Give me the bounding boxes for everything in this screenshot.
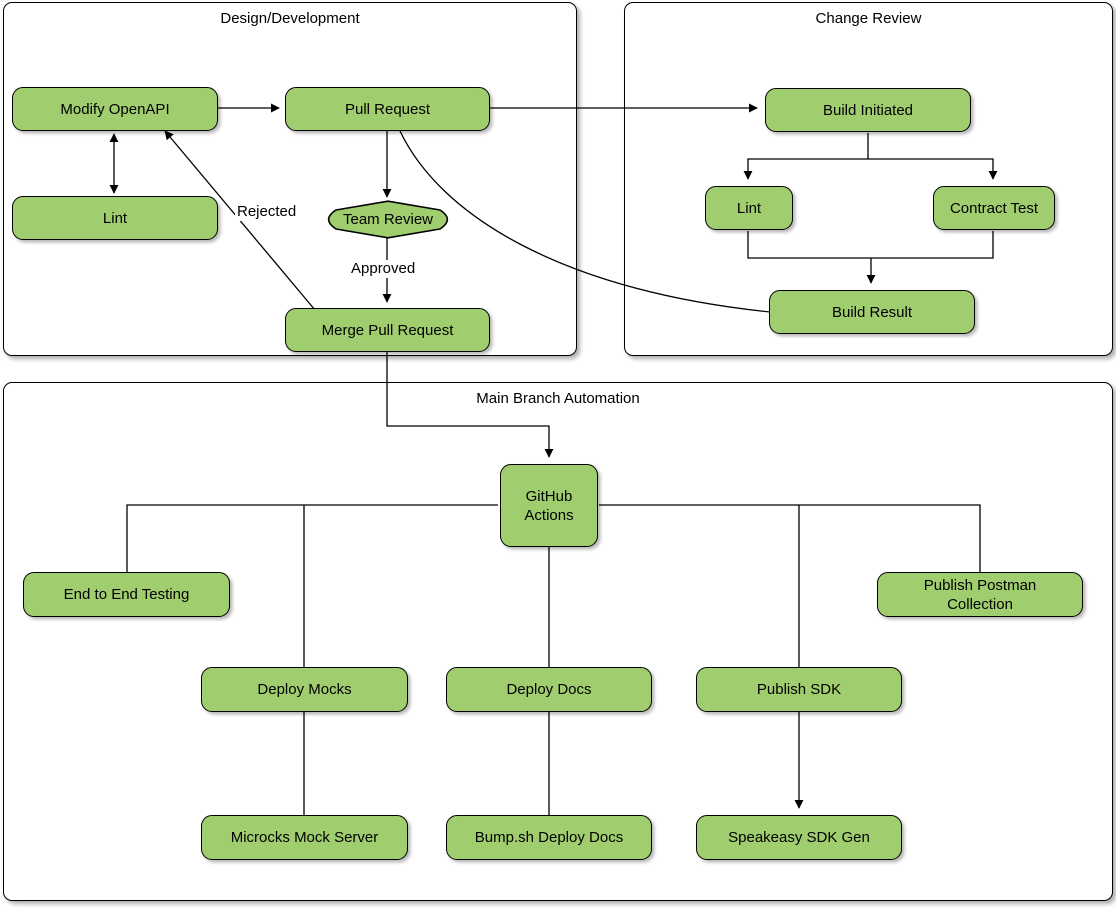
node-microcks-mock-server[interactable]: Microcks Mock Server <box>201 815 408 860</box>
node-deploy-mocks[interactable]: Deploy Mocks <box>201 667 408 712</box>
edge-label-rejected: Rejected <box>235 203 299 221</box>
node-label-speakeasy-sdk-gen: Speakeasy SDK Gen <box>728 829 870 846</box>
node-label-github-actions: GitHub Actions <box>524 487 574 524</box>
node-label-contract-test: Contract Test <box>949 199 1039 217</box>
team-review-rhombus-icon <box>327 200 449 239</box>
node-pull-request[interactable]: Pull Request <box>285 87 490 131</box>
node-publish-postman-collection[interactable]: Publish Postman Collection <box>877 572 1083 617</box>
node-lint-review[interactable]: Lint <box>705 186 793 230</box>
node-label-build-result: Build Result <box>831 303 913 321</box>
node-label-modify-openapi: Modify OpenAPI <box>60 100 170 118</box>
node-merge-pull-request[interactable]: Merge Pull Request <box>285 308 490 352</box>
node-deploy-docs[interactable]: Deploy Docs <box>446 667 652 712</box>
node-label-publish-postman-collection: Publish Postman Collection <box>923 576 1037 613</box>
node-speakeasy-sdk-gen[interactable]: Speakeasy SDK Gen <box>696 815 902 860</box>
node-label-bumpsh-deploy-docs: Bump.sh Deploy Docs <box>474 829 624 846</box>
node-build-initiated[interactable]: Build Initiated <box>765 88 971 132</box>
node-bumpsh-deploy-docs[interactable]: Bump.sh Deploy Docs <box>446 815 652 860</box>
node-team-review[interactable]: Team Review <box>320 200 456 239</box>
node-label-end-to-end-testing: End to End Testing <box>63 586 190 603</box>
node-modify-openapi[interactable]: Modify OpenAPI <box>12 87 218 131</box>
node-github-actions[interactable]: GitHub Actions <box>500 464 598 547</box>
node-publish-sdk[interactable]: Publish SDK <box>696 667 902 712</box>
group-design-development[interactable]: Design/Development <box>3 2 577 356</box>
group-title-main-branch-automation: Main Branch Automation <box>476 390 640 407</box>
node-build-result[interactable]: Build Result <box>769 290 975 334</box>
node-label-pull-request: Pull Request <box>344 100 431 118</box>
node-label-merge-pull-request: Merge Pull Request <box>321 321 454 339</box>
group-title-design-development: Design/Development <box>220 10 360 27</box>
node-label-deploy-docs: Deploy Docs <box>506 681 592 698</box>
node-label-lint-review: Lint <box>736 199 762 217</box>
node-lint-design[interactable]: Lint <box>12 196 218 240</box>
group-title-change-review: Change Review <box>815 10 922 27</box>
node-label-publish-sdk: Publish SDK <box>756 681 842 698</box>
node-label-lint-design: Lint <box>102 209 128 227</box>
node-label-team-review: Team Review <box>342 211 434 228</box>
node-end-to-end-testing[interactable]: End to End Testing <box>23 572 230 617</box>
node-label-build-initiated: Build Initiated <box>822 101 914 119</box>
node-contract-test[interactable]: Contract Test <box>933 186 1055 230</box>
node-label-microcks-mock-server: Microcks Mock Server <box>230 829 379 846</box>
edge-label-approved: Approved <box>349 260 418 278</box>
node-label-deploy-mocks: Deploy Mocks <box>257 681 352 698</box>
